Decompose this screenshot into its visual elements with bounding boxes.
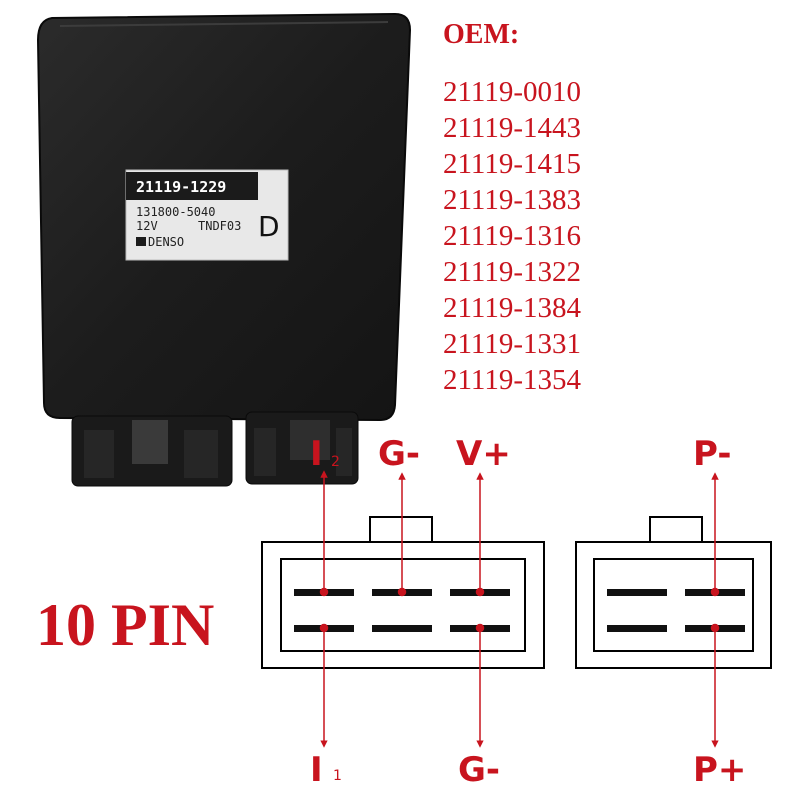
connector-4-pin	[575, 516, 772, 669]
oem-number: 21119-1316	[443, 220, 582, 252]
pin-slot	[607, 625, 667, 632]
pin-dot	[475, 587, 485, 597]
sticker-voltage: 12V	[136, 219, 158, 233]
pin-label-i1: I	[310, 750, 323, 790]
connector-6-pin	[261, 516, 545, 669]
denso-logo-icon	[136, 237, 146, 246]
pin-slot	[372, 625, 432, 632]
pin-slot	[607, 589, 667, 596]
pin-dot	[710, 623, 720, 633]
oem-heading: OEM:	[443, 19, 520, 50]
sticker-letter: D	[258, 210, 280, 243]
oem-number: 21119-1384	[443, 292, 582, 324]
oem-number: 21119-1354	[443, 364, 582, 396]
pin-dot	[319, 623, 329, 633]
oem-number: 21119-1443	[443, 112, 582, 144]
oem-number: 21119-0010	[443, 76, 582, 108]
pin-dot	[319, 587, 329, 597]
pin-dot	[710, 587, 720, 597]
pin-label-p-minus: P-	[693, 434, 731, 474]
pin-label-p-plus: P+	[693, 750, 746, 790]
sticker-model: TNDF03	[198, 219, 241, 233]
pin-label-g-minus-bottom: G-	[458, 750, 500, 790]
oem-number-list: 21119-0010 21119-1443 21119-1415 21119-1…	[443, 74, 581, 398]
sticker-code: 131800-5040	[136, 205, 215, 219]
pin-count-label: 10 PIN	[36, 592, 215, 658]
pin-label-i2-sub: 2	[331, 454, 340, 470]
pin-label-i2: I	[310, 434, 323, 474]
oem-number: 21119-1415	[443, 148, 582, 180]
oem-number: 21119-1331	[443, 328, 582, 360]
pin-label-i1-sub: 1	[333, 768, 342, 784]
pin-dot	[397, 587, 407, 597]
pin-label-v-plus: V+	[456, 434, 511, 474]
cdi-unit-image: 21119-1229 131800-5040 12V TNDF03 D DENS…	[36, 12, 412, 487]
product-label-sticker: 21119-1229 131800-5040 12V TNDF03 D DENS…	[125, 169, 289, 261]
sticker-brand: DENSO	[148, 235, 184, 249]
pin-label-g-minus-top: G-	[378, 434, 420, 474]
oem-number: 21119-1383	[443, 184, 582, 216]
sticker-part-number: 21119-1229	[136, 178, 226, 196]
pin-dot	[475, 623, 485, 633]
oem-list-block: OEM: 21119-0010 21119-1443 21119-1415 21…	[443, 18, 581, 398]
oem-number: 21119-1322	[443, 256, 582, 288]
